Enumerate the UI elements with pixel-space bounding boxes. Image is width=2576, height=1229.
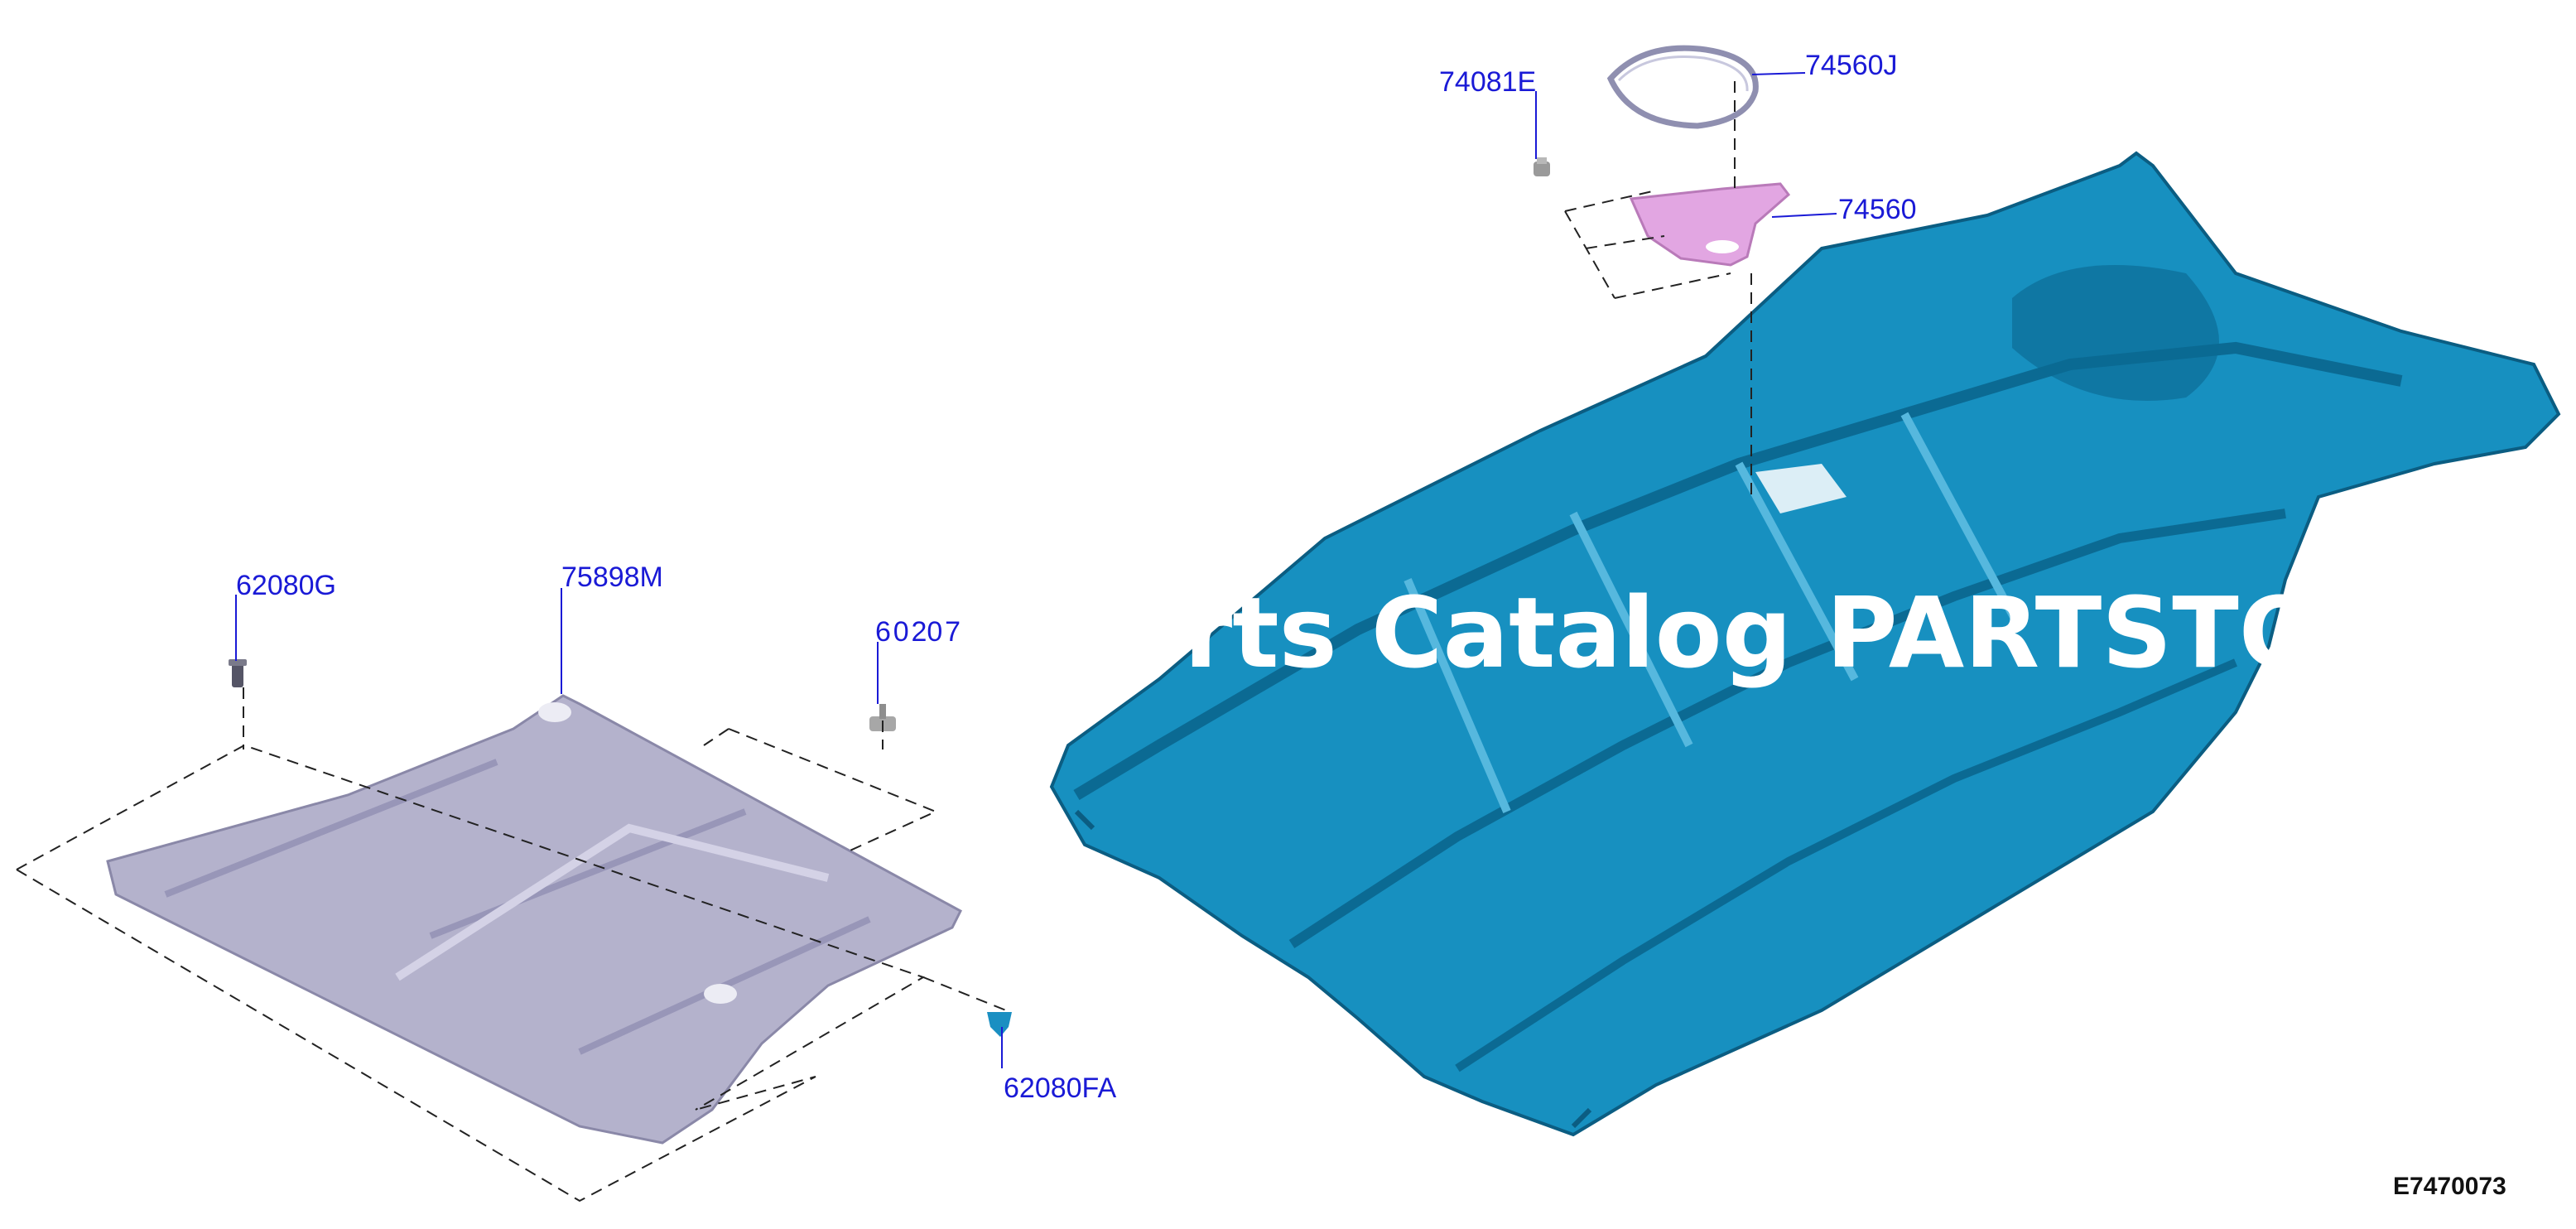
callout-62080[interactable]: 6 0 20 7 [875,616,961,648]
fastener-74081e[interactable] [1534,157,1550,176]
callout-leaders [235,72,1837,1068]
callout-62080g[interactable]: 62080G [236,570,336,601]
plate-74560[interactable] [1629,182,1791,267]
callout-62080fa[interactable]: 62080FA [1004,1072,1116,1104]
callout-74081e[interactable]: 74081E [1439,66,1536,98]
callout-75898m[interactable]: 75898M [561,561,663,593]
floor-pan-assembly[interactable] [1049,151,2561,1137]
fastener-62080g[interactable] [229,659,247,687]
gasket-74560j[interactable] [1606,45,1759,129]
callout-74560[interactable]: 74560 [1838,194,1917,225]
watermark: rts Catalog PARTSTORE [1184,576,2464,690]
assembly-lines [16,81,1752,1202]
callout-74560j[interactable]: 74560J [1805,50,1898,81]
heat-shield-panel[interactable] [106,694,962,1145]
fastener-62080fa[interactable] [987,1012,1012,1037]
diagram-id: E7470073 [2393,1173,2506,1200]
